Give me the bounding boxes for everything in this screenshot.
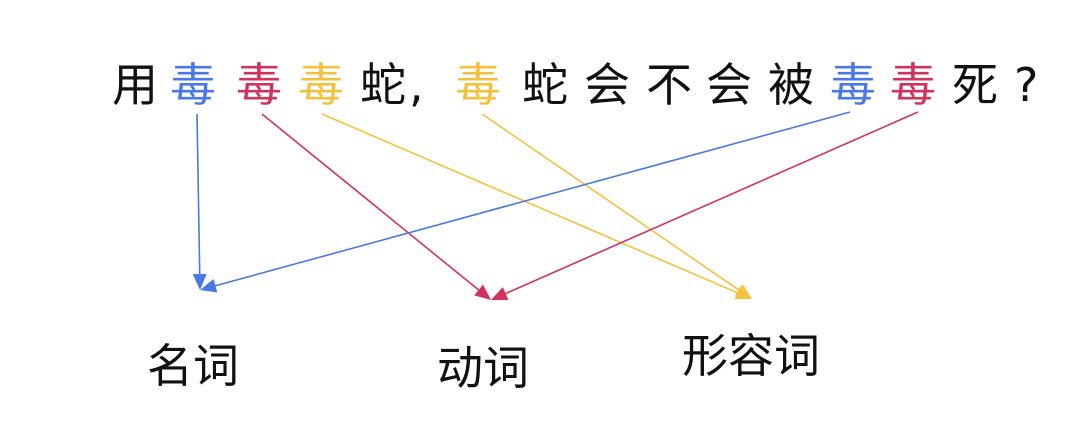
arrowhead <box>491 287 509 300</box>
sentence-char-9: 不 <box>646 58 692 112</box>
arrow-line <box>215 111 851 287</box>
sentence-char-0: 用 <box>112 58 158 112</box>
arrow-line <box>505 111 919 295</box>
arrow-line <box>261 113 480 291</box>
arrowhead <box>200 279 218 293</box>
label-verb: 动词 <box>437 341 529 395</box>
sentence-char-8: 会 <box>584 58 630 112</box>
arrow-verb-1 <box>261 113 491 300</box>
arrowhead <box>192 273 207 290</box>
sentence-char-6-adjective: 毒 <box>455 58 501 112</box>
arrow-line <box>196 113 201 275</box>
sentence-char-12-noun: 毒 <box>830 58 876 112</box>
sentence-char-10: 会 <box>706 58 752 112</box>
sentence-char-5: , <box>409 58 424 112</box>
sentence-char-2-verb: 毒 <box>236 58 282 112</box>
sentence-char-13-verb: 毒 <box>890 58 936 112</box>
sentence-char-4: 蛇 <box>360 58 406 112</box>
arrow-line <box>321 113 738 294</box>
arrow-line <box>481 113 740 291</box>
label-adjective: 形容词 <box>682 329 820 383</box>
sentence-char-15: ? <box>1014 58 1039 112</box>
sentence-char-11: 被 <box>768 58 814 112</box>
arrow-noun-0 <box>192 113 207 290</box>
sentence-char-7: 蛇 <box>522 58 568 112</box>
sentence-char-1-noun: 毒 <box>170 58 216 112</box>
label-noun: 名词 <box>147 339 239 393</box>
arrow-verb-5 <box>491 111 919 300</box>
sentence-char-14: 死 <box>952 58 998 112</box>
arrowhead <box>474 284 491 300</box>
arrow-adjective-3 <box>481 113 752 299</box>
arrow-noun-4 <box>200 111 851 293</box>
sentence-char-3-adjective: 毒 <box>298 58 344 112</box>
arrowhead <box>734 284 752 299</box>
